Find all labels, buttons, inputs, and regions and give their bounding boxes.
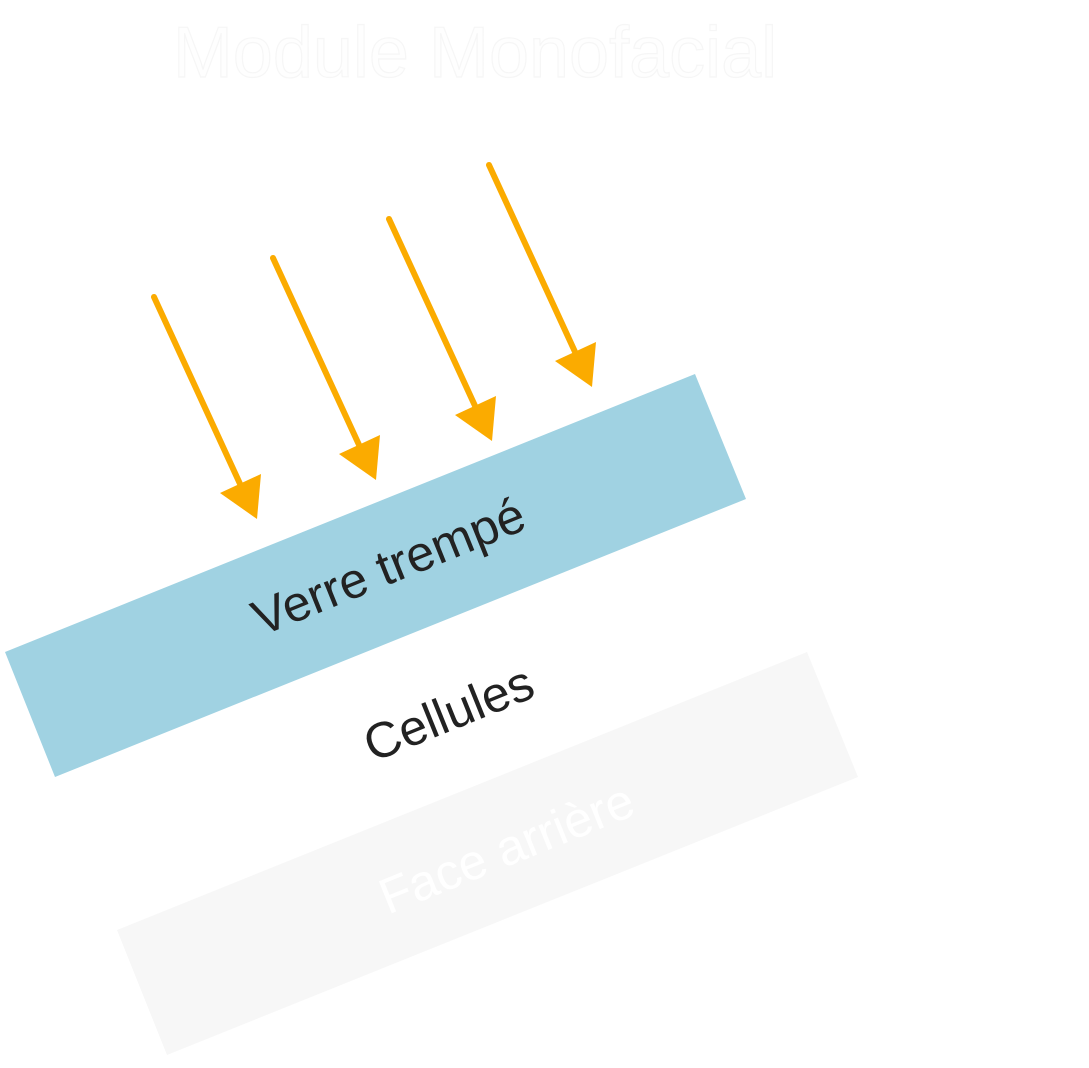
sunlight-rays xyxy=(151,162,596,519)
sun-ray-arrow xyxy=(151,294,261,519)
glass-layer xyxy=(5,374,746,777)
sun-ray-arrow xyxy=(386,216,496,441)
back-face-layer xyxy=(117,652,858,1055)
sun-ray-arrow xyxy=(486,162,596,387)
diagram-title: Module Monofacial xyxy=(173,13,777,93)
sun-ray-arrow xyxy=(270,255,380,480)
cells-layer-label: Cellules xyxy=(356,654,542,773)
